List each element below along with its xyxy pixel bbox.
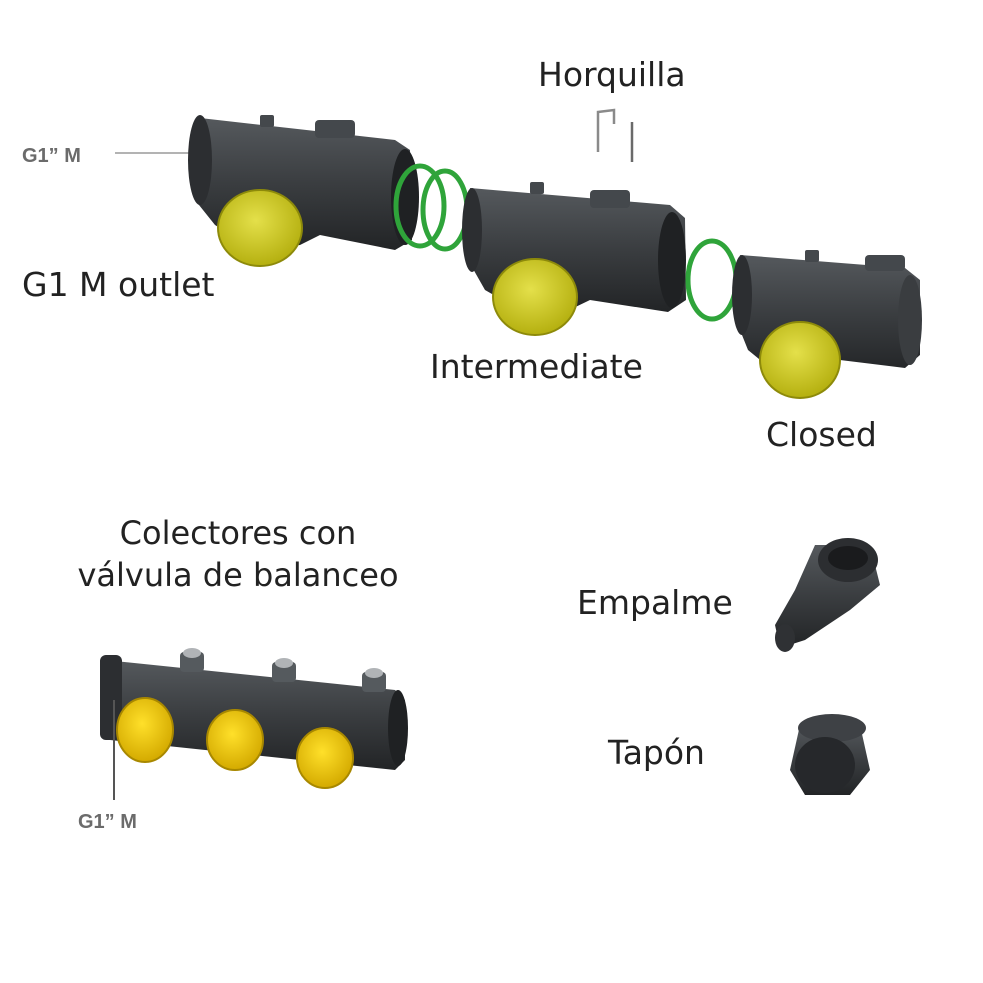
closed-label: Closed bbox=[766, 415, 877, 454]
tapon-label: Tapón bbox=[608, 733, 705, 772]
outlet-label: G1 M outlet bbox=[22, 265, 215, 304]
horquilla-label: Horquilla bbox=[538, 55, 686, 94]
manifold-cap-2 bbox=[206, 709, 264, 771]
g1m-bottom-label: G1” M bbox=[78, 811, 137, 833]
oring-1 bbox=[393, 163, 447, 249]
oring-3 bbox=[685, 238, 739, 322]
g1m-top-label: G1” M bbox=[22, 145, 81, 167]
manifold-cap-3 bbox=[296, 727, 354, 789]
outlet-cap bbox=[217, 189, 303, 267]
empalme-fitting bbox=[775, 538, 880, 652]
closed-cap bbox=[759, 321, 841, 399]
intermediate-cap bbox=[492, 258, 578, 336]
colectores-title-line2: válvula de balanceo bbox=[77, 555, 399, 594]
intermediate-label: Intermediate bbox=[430, 347, 643, 386]
horquilla-clip bbox=[596, 108, 634, 162]
manifold-cap-1 bbox=[116, 697, 174, 763]
empalme-label: Empalme bbox=[577, 583, 733, 622]
colectores-title-line1: Colectores con bbox=[119, 514, 357, 552]
tapon-plug bbox=[790, 714, 870, 795]
colectores-title: Colectores con válvula de balanceo bbox=[70, 513, 406, 596]
